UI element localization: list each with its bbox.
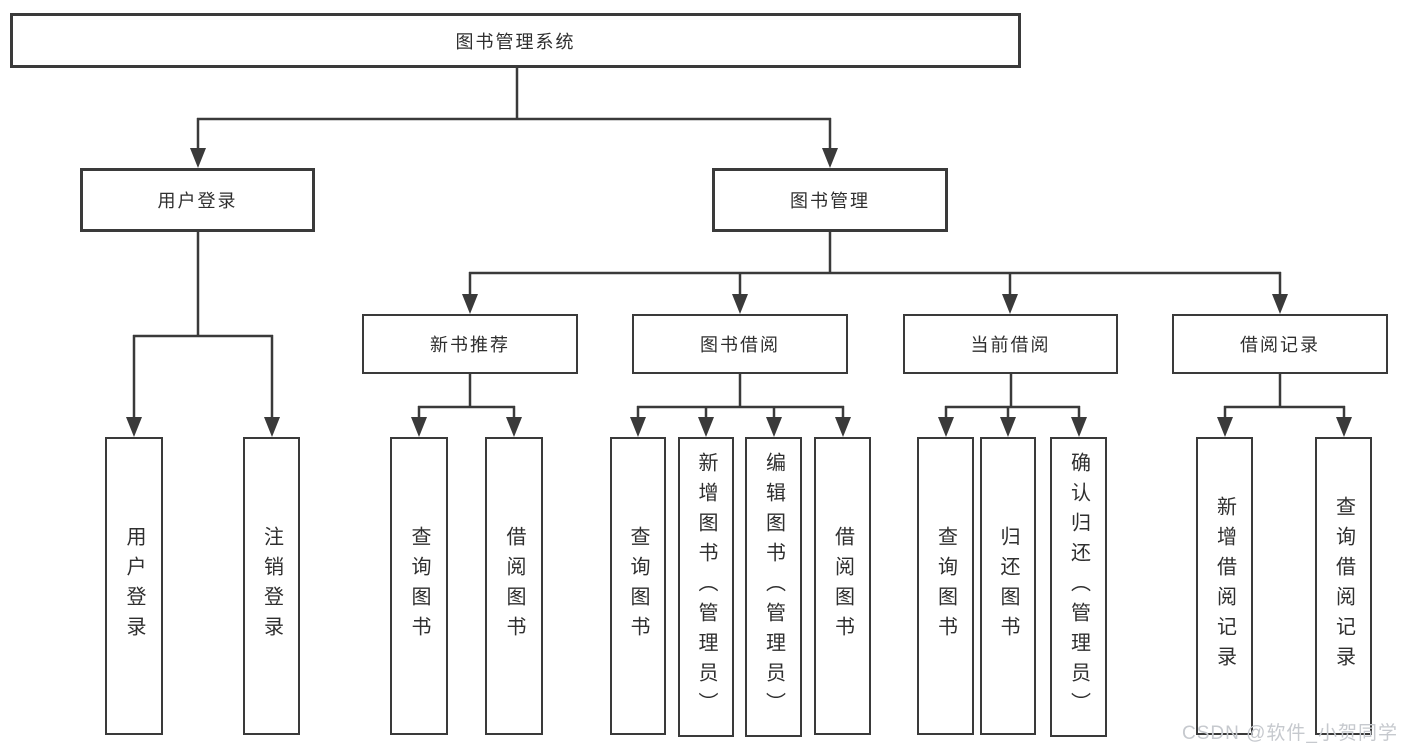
leaf-edit-book-admin: 编辑图书（管理员） [745,437,802,737]
leaf-borrow-books: 借阅图书 [814,437,871,735]
leaf-search-books-current: 查询图书 [917,437,974,735]
connector-new-book-rec-children [417,374,516,419]
arrowheads-book-borrow [630,417,851,437]
connector-user-login-children [132,232,274,419]
arrowheads-borrow-records [1217,417,1352,437]
leaf-borrow-books-recommend-label: 借阅图书 [503,526,525,646]
node-book-borrow: 图书借阅 [632,314,848,374]
node-book-management: 图书管理 [712,168,948,232]
arrowheads-user-login-children [126,417,280,437]
leaf-return-books: 归还图书 [980,437,1036,735]
arrowheads-new-book-rec [411,417,522,437]
leaf-add-borrow-record-label: 新增借阅记录 [1213,496,1236,676]
arrowheads-current-borrow [938,417,1087,437]
leaf-add-book-admin-label: 新增图书（管理员） [695,452,717,722]
node-root-label: 图书管理系统 [455,31,576,52]
leaf-search-books-borrow-label: 查询图书 [627,526,649,646]
leaf-search-borrow-record: 查询借阅记录 [1315,437,1372,735]
leaf-confirm-return-admin: 确认归还（管理员） [1050,437,1107,737]
leaf-borrow-books-label: 借阅图书 [831,526,854,646]
connector-book-mgmt-to-level3 [468,232,1282,296]
node-root: 图书管理系统 [10,13,1021,68]
connector-root-to-level2 [196,68,832,150]
csdn-watermark: CSDN @软件_小贺同学 [1182,723,1398,744]
node-user-login: 用户登录 [80,168,315,232]
arrowheads-level2 [190,148,838,168]
leaf-user-login: 用户登录 [105,437,163,735]
leaf-logout: 注销登录 [243,437,300,735]
leaf-add-borrow-record: 新增借阅记录 [1196,437,1253,735]
leaf-user-login-label: 用户登录 [123,526,145,646]
connector-borrow-records-children [1223,374,1346,419]
leaf-search-borrow-record-label: 查询借阅记录 [1332,496,1355,676]
leaf-search-books-borrow: 查询图书 [610,437,666,735]
node-book-management-label: 图书管理 [790,191,870,211]
node-current-borrow-label: 当前借阅 [970,335,1051,355]
leaf-search-books-recommend: 查询图书 [390,437,448,735]
node-book-borrow-label: 图书借阅 [700,335,780,355]
node-new-book-recommend-label: 新书推荐 [430,335,510,355]
leaf-logout-label: 注销登录 [260,526,283,646]
leaf-borrow-books-recommend: 借阅图书 [485,437,543,735]
leaf-search-books-recommend-label: 查询图书 [408,526,430,646]
node-new-book-recommend: 新书推荐 [362,314,578,374]
node-borrow-records-label: 借阅记录 [1240,335,1320,355]
leaf-confirm-return-admin-label: 确认归还（管理员） [1067,452,1090,722]
node-borrow-records: 借阅记录 [1172,314,1388,374]
leaf-edit-book-admin-label: 编辑图书（管理员） [762,452,785,722]
arrowheads-level3 [462,294,1288,314]
node-current-borrow: 当前借阅 [903,314,1118,374]
connector-book-borrow-children [636,374,845,419]
leaf-add-book-admin: 新增图书（管理员） [678,437,734,737]
leaf-search-books-current-label: 查询图书 [934,526,957,646]
connector-current-borrow-children [944,374,1081,419]
node-user-login-label: 用户登录 [157,191,238,211]
leaf-return-books-label: 归还图书 [997,526,1019,646]
